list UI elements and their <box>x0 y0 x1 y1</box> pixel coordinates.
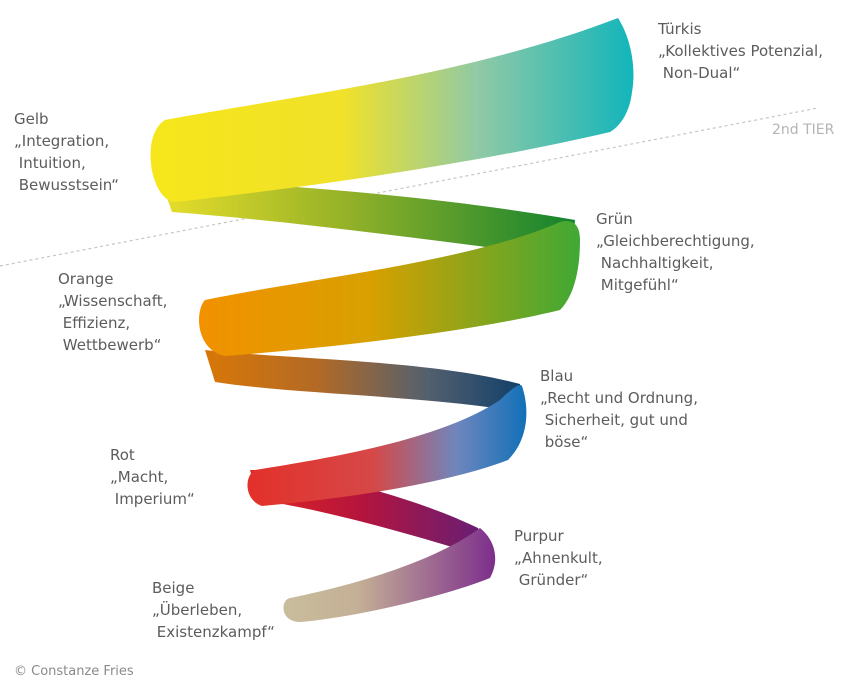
label-rot: Rot „Macht, Imperium“ <box>110 444 195 510</box>
label-purpur-name: Purpur <box>514 527 564 545</box>
label-blau-desc: „Recht und Ordnung, Sicherheit, gut und … <box>540 389 698 451</box>
label-gruen-desc: „Gleichberechtigung, Nachhaltigkeit, Mit… <box>596 232 755 294</box>
label-beige: Beige „Überleben, Existenzkampf“ <box>152 577 275 643</box>
tier-label: 2nd TIER <box>772 122 835 138</box>
label-gruen-name: Grün <box>596 210 633 228</box>
label-rot-name: Rot <box>110 446 135 464</box>
label-rot-desc: „Macht, Imperium“ <box>110 468 195 508</box>
spiral-band-red-blue <box>247 384 527 506</box>
label-purpur: Purpur „Ahnenkult, Gründer“ <box>514 525 603 591</box>
label-blau-name: Blau <box>540 367 574 385</box>
label-orange: Orange „Wissenschaft, Effizienz, Wettbew… <box>58 268 167 356</box>
label-tuerkis-desc: „Kollektives Potenzial, Non-Dual“ <box>658 42 823 82</box>
spiral-segment-orange-blue <box>205 350 522 412</box>
label-gelb-desc: „Integration, Intuition, Bewusstsein“ <box>14 132 119 194</box>
label-blau: Blau „Recht und Ordnung, Sicherheit, gut… <box>540 365 698 453</box>
label-gruen: Grün „Gleichberechtigung, Nachhaltigkeit… <box>596 208 755 296</box>
label-beige-desc: „Überleben, Existenzkampf“ <box>152 601 275 641</box>
spiral-band-beige-purple <box>283 528 496 622</box>
label-orange-name: Orange <box>58 270 114 288</box>
label-tuerkis-name: Türkis <box>658 20 702 38</box>
spiral-segment-yellow-green <box>160 178 575 258</box>
label-purpur-desc: „Ahnenkult, Gründer“ <box>514 549 603 589</box>
spiral-band-yellow-turquoise <box>150 18 634 202</box>
copyright-notice: © Constanze Fries <box>14 664 134 679</box>
spiral-band-orange-green <box>199 220 581 356</box>
label-orange-desc: „Wissenschaft, Effizienz, Wettbewerb“ <box>58 292 168 354</box>
label-gelb: Gelb „Integration, Intuition, Bewusstsei… <box>14 108 119 196</box>
label-tuerkis: Türkis „Kollektives Potenzial, Non-Dual“ <box>658 18 823 84</box>
label-gelb-name: Gelb <box>14 110 49 128</box>
tier-divider-line <box>0 107 819 267</box>
label-beige-name: Beige <box>152 579 195 597</box>
